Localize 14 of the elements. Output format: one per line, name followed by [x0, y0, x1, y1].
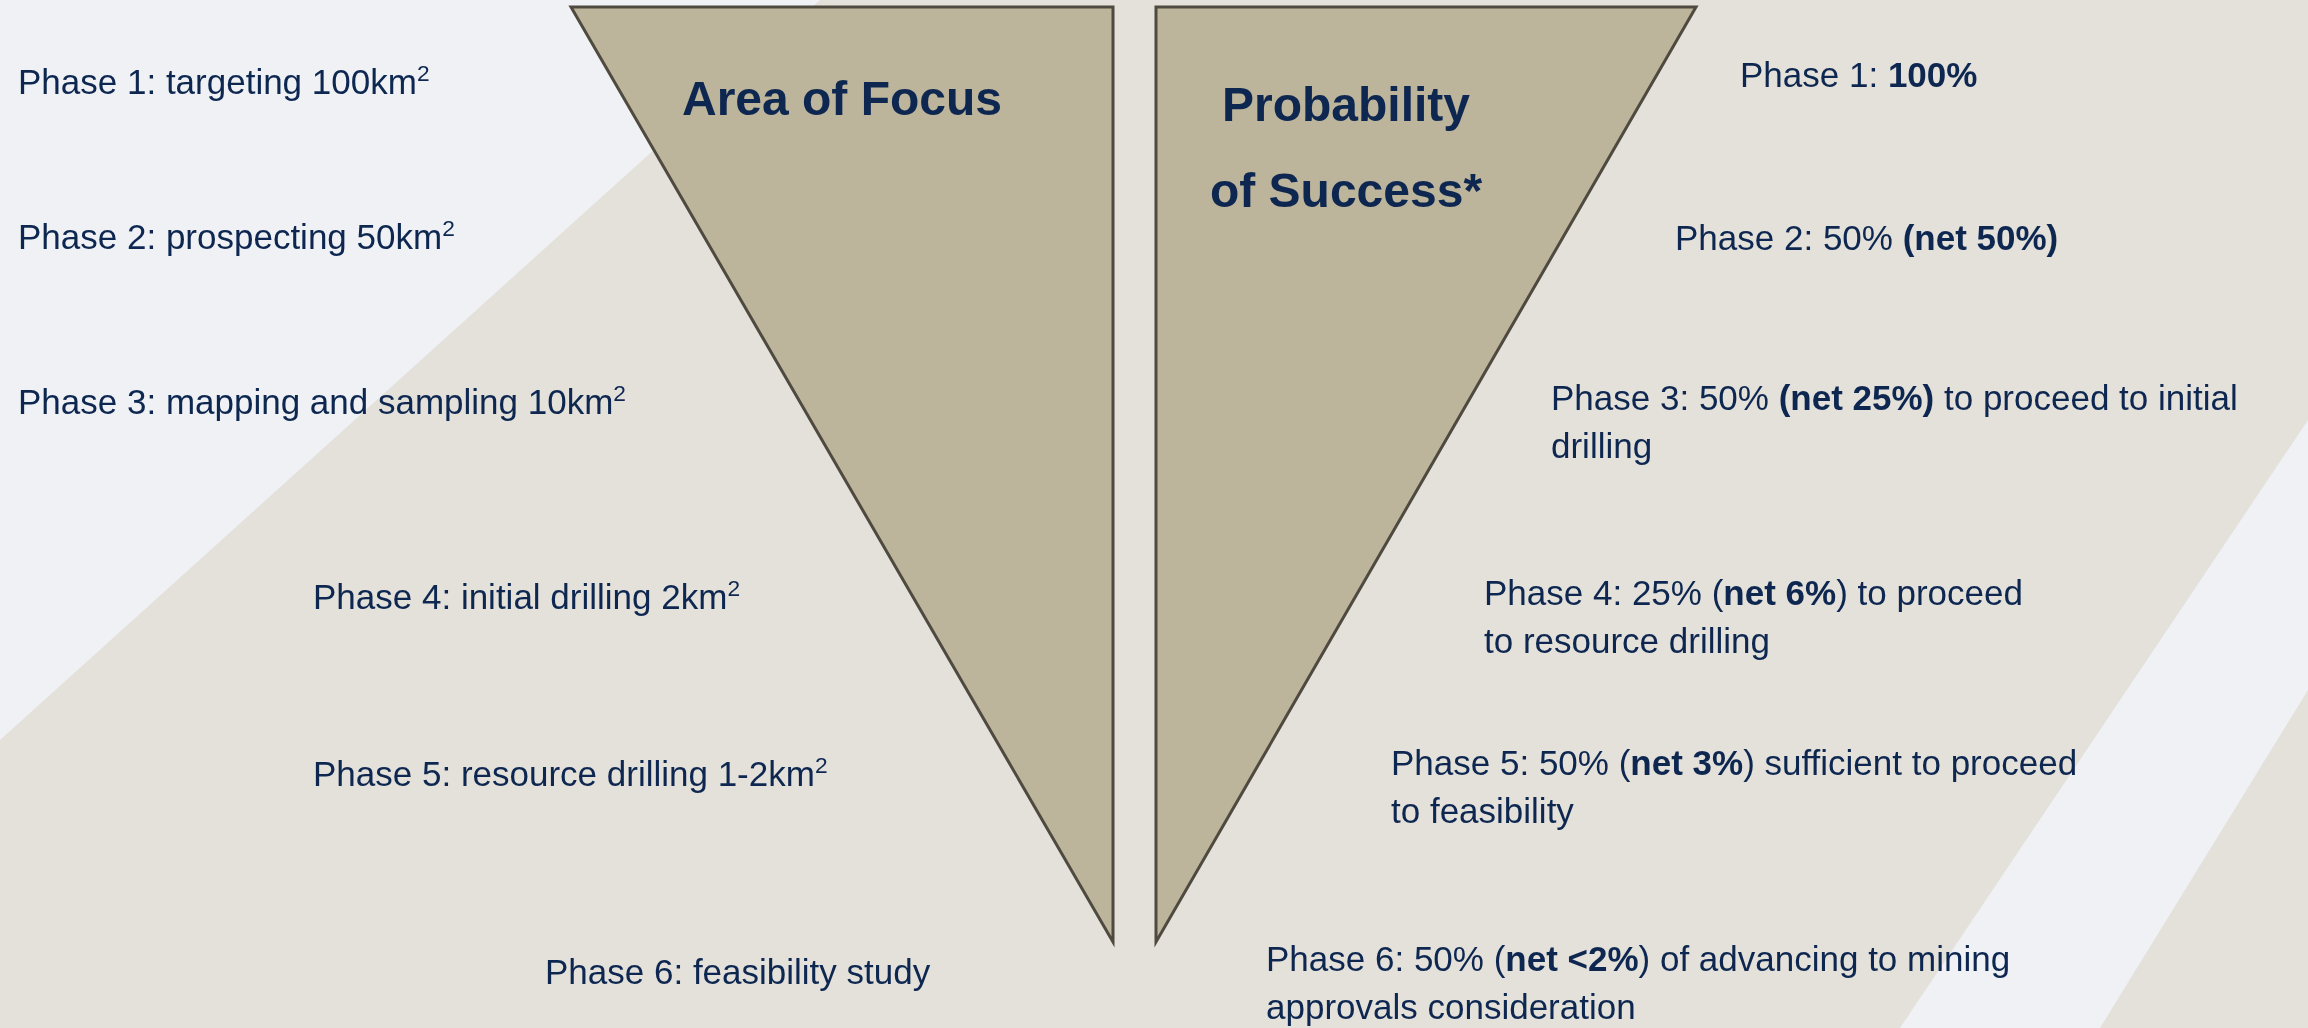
phase-text: Phase 3: mapping and sampling 10km$^{2}$ — [18, 379, 627, 423]
triangle-heading: Probability of Success* — [1208, 77, 1484, 219]
phase-text: Phase 2: prospecting 50km$^{2}$ — [18, 214, 456, 258]
phase-text: Phase 5: 50% (net 3%) sufficient to proceed to feasibility — [1391, 742, 2079, 832]
phase-text: Phase 1: 100% — [1740, 54, 1979, 96]
phase-text: Phase 4: initial drilling 2km$^{2}$ — [313, 574, 742, 618]
phase-text: Phase 6: 50% (net <2%) of advancing to mining approvals consideration — [1266, 938, 2012, 1028]
triangle-heading: Area of Focus — [680, 71, 1004, 127]
phase-text: Phase 6: feasibility study — [545, 951, 932, 993]
phase-text: Phase 2: 50% (net 50%) — [1675, 217, 2060, 259]
phase-text: Phase 1: targeting 100km$^{2}$ — [18, 59, 431, 103]
phase-text: Phase 5: resource drilling 1-2km$^{2}$ — [313, 751, 829, 795]
phase-text: Phase 3: 50% (net 25%) to proceed to initial drilling — [1551, 377, 2239, 467]
phase-text: Phase 4: 25% (net 6%) to proceed to resource drilling — [1484, 572, 2024, 662]
